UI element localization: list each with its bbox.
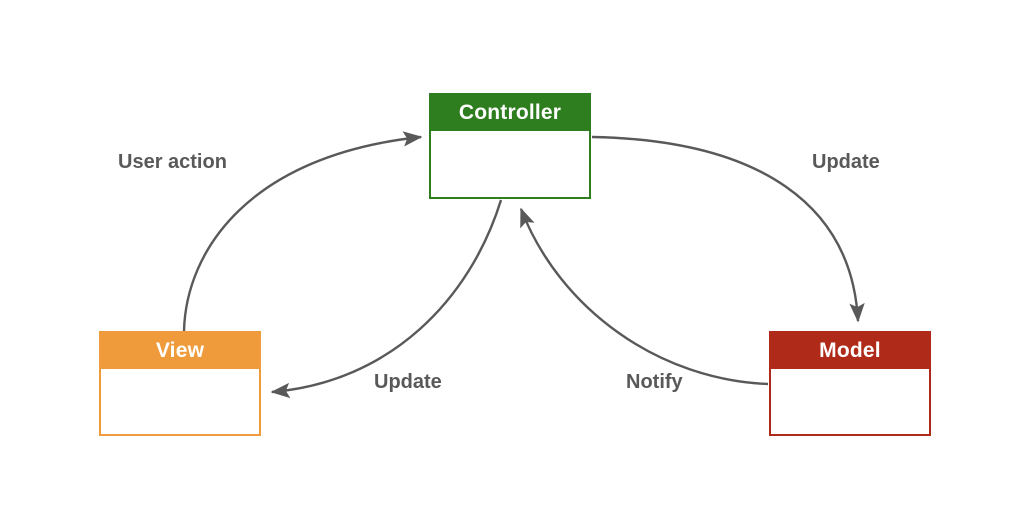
edge-label-update-view: Update	[374, 371, 442, 393]
node-view-body	[101, 369, 259, 434]
node-model-body	[771, 369, 929, 434]
node-controller-header: Controller	[431, 95, 589, 131]
node-model-label: Model	[819, 339, 881, 362]
node-view-header: View	[101, 333, 259, 369]
node-controller[interactable]: Controller	[429, 93, 591, 199]
node-controller-body	[431, 131, 589, 197]
edge-notify-path	[519, 207, 769, 386]
edge-update-model-path	[591, 135, 865, 323]
edge-label-update-model: Update	[812, 151, 880, 173]
node-model[interactable]: Model	[769, 331, 931, 436]
node-view[interactable]: View	[99, 331, 261, 436]
edge-label-user-action: User action	[118, 151, 227, 173]
node-model-header: Model	[771, 333, 929, 369]
edge-label-notify: Notify	[626, 371, 683, 393]
node-view-label: View	[155, 339, 205, 362]
node-controller-label: Controller	[458, 101, 562, 124]
edge-update-view-path	[270, 199, 503, 399]
edge-user-action-path	[182, 131, 423, 332]
